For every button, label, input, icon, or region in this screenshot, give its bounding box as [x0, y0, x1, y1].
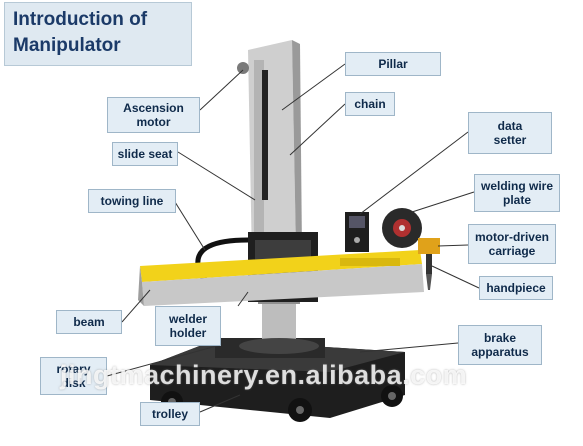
label-slide-seat: slide seat [112, 142, 178, 166]
label-beam: beam [56, 310, 122, 334]
carriage-illustration [418, 238, 440, 290]
title-line-2: Manipulator [13, 35, 121, 56]
column-base-illustration [239, 296, 319, 354]
label-handpiece: handpiece [479, 276, 553, 300]
label-welder-holder: welder holder [155, 306, 221, 346]
label-pillar: Pillar [345, 52, 441, 76]
label-chain: chain [345, 92, 395, 116]
label-data-setter: data setter [468, 112, 552, 154]
title-line-1: Introduction of [13, 9, 148, 30]
data-setter-illustration [345, 212, 369, 252]
label-ascension-motor: Ascension motor [107, 97, 200, 133]
label-rotary-disk: rotary disk [40, 357, 107, 395]
beam-illustration [138, 250, 424, 306]
welding-wire-plate-illustration [382, 208, 422, 248]
label-motor-driven-carriage: motor-driven carriage [468, 224, 556, 264]
label-trolley: trolley [140, 402, 200, 426]
label-welding-wire-plate: welding wire plate [474, 174, 560, 212]
label-brake-apparatus: brake apparatus [458, 325, 542, 365]
pillar-illustration [237, 40, 302, 262]
watermark: jingtmachinery.en.alibaba.com [60, 360, 468, 390]
leader-lines [106, 63, 480, 413]
label-towing-line: towing line [88, 189, 176, 213]
title-box: Introduction of Manipulator [4, 2, 192, 66]
